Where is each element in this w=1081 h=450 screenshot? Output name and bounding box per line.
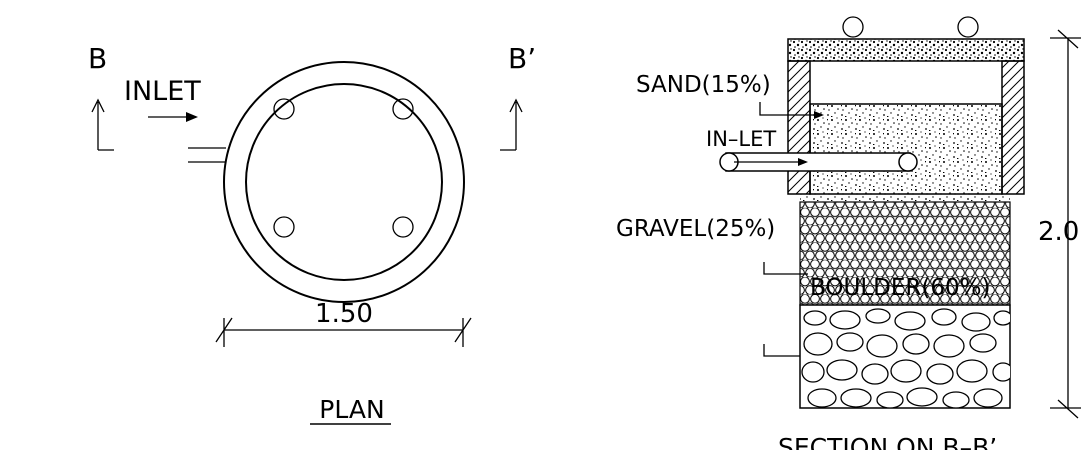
- dimension-value-plan: 1.50: [315, 299, 373, 329]
- sand-leader: [759, 102, 822, 116]
- inlet-pipe-section: [719, 152, 918, 172]
- boulder-leader: [763, 344, 800, 357]
- sand-label: SAND(15%): [636, 72, 771, 98]
- opening-bottom-left: [273, 216, 295, 238]
- opening-top-right: [392, 98, 414, 120]
- section-arrow-left-icon: [91, 98, 114, 151]
- section-view: SAND(15%) IN–LET GRAVEL(25%) BOULDER(60%…: [616, 16, 1081, 450]
- boulder-stones: [801, 308, 1010, 408]
- inlet-label: INLET: [124, 76, 201, 107]
- cover-lift-rings: [842, 16, 979, 38]
- section-mark-left: B: [88, 42, 107, 75]
- sand-layer-lower: [800, 194, 1010, 202]
- dimension-value-height: 2.0: [1038, 217, 1079, 247]
- section-title: SECTION ON B–B’: [778, 433, 997, 450]
- inlet-arrow-icon: [148, 112, 198, 122]
- plan-view: B B’ INLET 1.50 PLAN: [88, 42, 536, 425]
- gravel-label: GRAVEL(25%): [616, 216, 775, 242]
- opening-bottom-right: [392, 216, 414, 238]
- dimension-line-height: [1050, 29, 1081, 419]
- wall-right: [1001, 60, 1025, 195]
- section-mark-right: B’: [508, 42, 536, 75]
- wall-left: [787, 60, 811, 195]
- opening-top-left: [273, 98, 295, 120]
- dimension-line-plan: [215, 317, 472, 347]
- section-arrow-right-icon: [500, 98, 523, 151]
- plan-title: PLAN: [319, 395, 384, 424]
- ring-outer: [223, 61, 465, 303]
- sand-layer: [809, 103, 1003, 195]
- ring-inner: [245, 83, 443, 281]
- gravel-layer: [799, 201, 1011, 306]
- boulder-label: BOULDER(60%): [810, 275, 990, 301]
- gravel-leader: [763, 262, 808, 275]
- inlet-label-section: IN–LET: [706, 127, 776, 151]
- inlet-pipe: [188, 147, 226, 163]
- cover-slab: [787, 38, 1025, 62]
